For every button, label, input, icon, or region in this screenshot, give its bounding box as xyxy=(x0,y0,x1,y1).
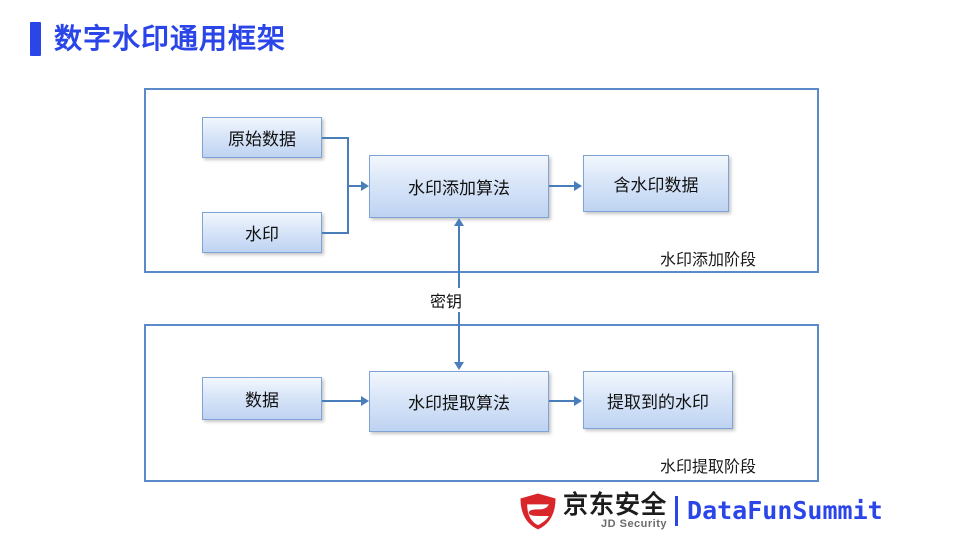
datafunsummit-logo: DataFunSummit xyxy=(687,496,883,525)
connector-watermark-horizontal xyxy=(322,232,349,234)
key-label: 密钥 xyxy=(424,288,469,312)
watermark-extract-stage-frame xyxy=(144,324,819,482)
title-text: 数字水印通用框架 xyxy=(54,23,287,54)
node-marked-data[interactable]: 含水印数据 xyxy=(583,155,729,212)
arrow-head-key-to-embed xyxy=(454,218,464,226)
arrow-head-to-marked-data xyxy=(574,181,582,191)
jd-brand-en: JD Security xyxy=(600,517,668,530)
connector-data-to-extract xyxy=(322,400,362,402)
title-accent-bar xyxy=(30,22,41,56)
connector-embed-to-marked xyxy=(549,185,575,187)
arrow-head-to-extracted-watermark xyxy=(574,396,582,406)
node-data[interactable]: 数据 xyxy=(202,377,322,420)
connector-key-lower xyxy=(458,305,460,363)
node-extract-algorithm[interactable]: 水印提取算法 xyxy=(369,371,549,432)
arrow-head-key-to-extract xyxy=(454,362,464,370)
jd-security-wordmark: 京东安全 JD Security xyxy=(563,491,667,531)
node-embed-algorithm[interactable]: 水印添加算法 xyxy=(369,155,549,218)
footer-divider xyxy=(675,496,679,526)
arrow-head-to-extract-algorithm xyxy=(361,396,369,406)
connector-key-upper xyxy=(458,226,460,288)
connector-source-horizontal xyxy=(322,137,349,139)
jd-security-shield-icon xyxy=(520,493,556,530)
watermark-embed-stage-frame xyxy=(144,88,819,273)
connector-extract-to-result xyxy=(549,400,575,402)
arrow-head-to-embed-algorithm xyxy=(361,181,369,191)
watermark-embed-stage-label: 水印添加阶段 xyxy=(660,252,757,269)
footer-logos: 京东安全 JD Security DataFunSummit xyxy=(518,488,883,534)
jd-brand-cn: 京东安全 xyxy=(563,490,668,519)
node-watermark[interactable]: 水印 xyxy=(202,212,322,253)
page-title: 数字水印通用框架 xyxy=(30,22,286,56)
connector-merge-to-embed xyxy=(347,185,362,187)
node-extracted-watermark[interactable]: 提取到的水印 xyxy=(583,371,733,429)
watermark-extract-stage-label: 水印提取阶段 xyxy=(660,459,757,476)
node-source-data[interactable]: 原始数据 xyxy=(202,117,322,158)
